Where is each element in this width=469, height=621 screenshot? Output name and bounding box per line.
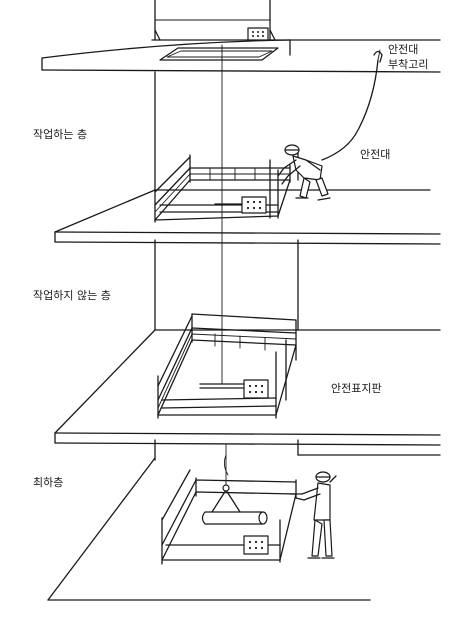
suspended-pipe-load bbox=[201, 484, 268, 525]
lowest-floor-slab bbox=[47, 454, 441, 601]
non-working-floor-label: 작업하지 않는 층 bbox=[33, 289, 111, 302]
non-working-floor-guardrail bbox=[157, 313, 297, 419]
lowest-floor-label: 최하층 bbox=[33, 476, 64, 489]
top-slab bbox=[41, 0, 441, 73]
working-floor-guardrail bbox=[154, 154, 291, 223]
harness-anchor-label-line2: 부착고리 bbox=[388, 58, 429, 71]
signalman-worker bbox=[289, 471, 337, 559]
lowest-floor-sign bbox=[243, 535, 269, 555]
hoist-rope bbox=[221, 44, 229, 491]
top-safety-sign bbox=[247, 27, 269, 41]
non-working-floor-slab bbox=[54, 329, 441, 446]
working-floor-sign bbox=[214, 196, 267, 214]
safety-sign-label: 안전표지판 bbox=[331, 382, 382, 395]
non-working-floor-sign bbox=[199, 354, 269, 399]
top-opening bbox=[159, 47, 279, 61]
harness-label: 안전대 bbox=[360, 148, 391, 161]
working-floor-label: 작업하는 층 bbox=[33, 128, 88, 141]
harness-anchor-label-line1: 안전대 bbox=[388, 43, 419, 56]
harness-lanyard bbox=[321, 49, 383, 161]
worker-with-harness bbox=[277, 144, 331, 201]
